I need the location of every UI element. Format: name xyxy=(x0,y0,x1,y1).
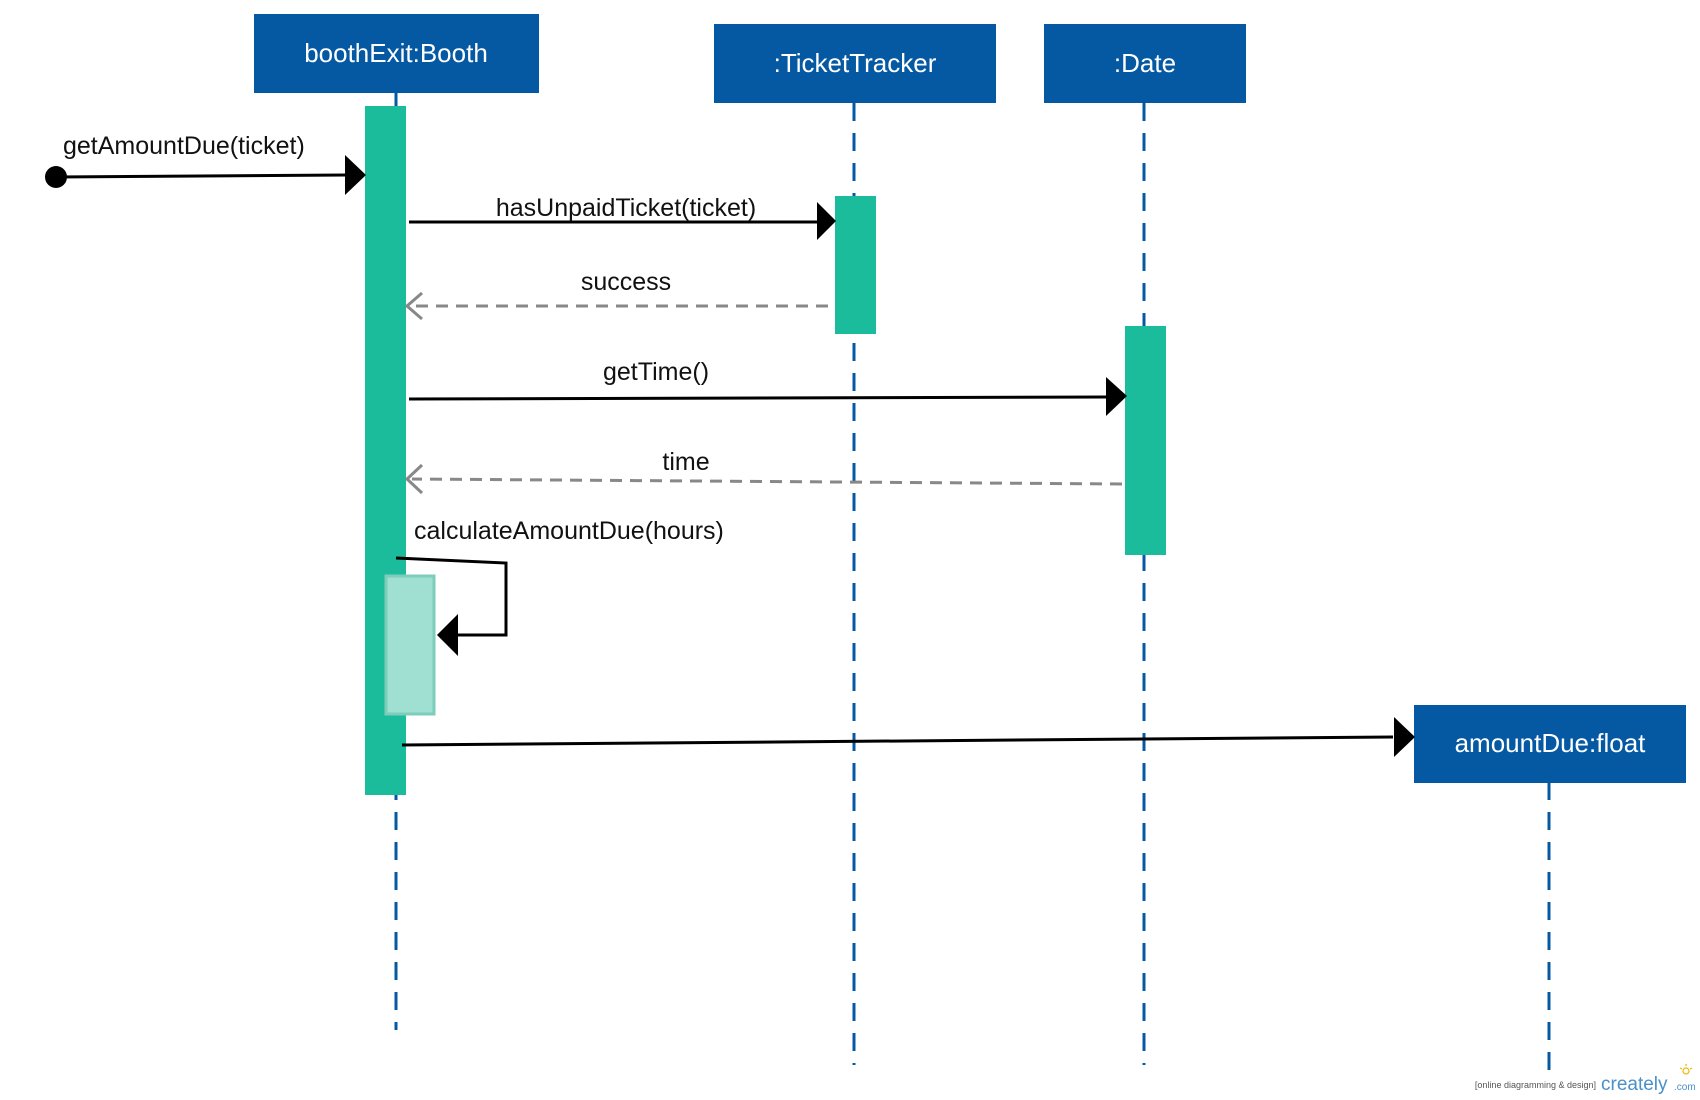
message-label-getamountdue: getAmountDue(ticket) xyxy=(63,132,305,160)
activation-date xyxy=(1125,326,1166,555)
create-message-arrowhead-amountdue xyxy=(1394,717,1415,757)
lifeline-title-booth: boothExit:Booth xyxy=(304,38,488,68)
message-line-gettime xyxy=(408,395,1109,401)
message-arrowhead-getamountdue xyxy=(345,155,366,195)
lifeline-title-amountdue: amountDue:float xyxy=(1455,728,1647,758)
lifeline-header-amountdue[interactable]: amountDue:float xyxy=(1414,705,1686,783)
message-arrowhead-gettime xyxy=(1106,377,1127,416)
lifeline-header-tickettracker[interactable]: :TicketTracker xyxy=(714,24,996,103)
return-label-success: success xyxy=(581,268,671,296)
message-arrowhead-hasunpaidticket xyxy=(817,202,836,240)
lifeline-title-tickettracker: :TicketTracker xyxy=(774,48,937,78)
message-line-getamountdue xyxy=(55,173,347,179)
lifeline-title-date: :Date xyxy=(1114,48,1176,78)
create-message-line-amountdue xyxy=(401,735,1394,747)
return-arrowhead-success xyxy=(404,291,423,321)
activation-self-call xyxy=(384,574,436,716)
self-message-arrowhead-calculateamountdue xyxy=(437,614,458,656)
sun-icon xyxy=(1679,1064,1693,1075)
watermark-brand: creately xyxy=(1601,1074,1668,1095)
message-label-gettime: getTime() xyxy=(603,358,709,386)
watermark-suffix: .com xyxy=(1674,1082,1696,1093)
message-label-hasunpaidticket: hasUnpaidTicket(ticket) xyxy=(496,194,756,222)
watermark-tagline: [online diagramming & design] xyxy=(1475,1080,1596,1090)
self-message-line-calculateamountdue xyxy=(395,556,508,637)
self-message-label-calculateamountdue: calculateAmountDue(hours) xyxy=(414,517,724,545)
return-line-time xyxy=(411,477,1123,486)
creately-watermark: [online diagramming & design] creately .… xyxy=(1475,1064,1696,1095)
return-label-time: time xyxy=(662,448,709,476)
lifeline-header-booth[interactable]: boothExit:Booth xyxy=(254,14,539,93)
activation-tickettracker xyxy=(835,196,876,334)
lifeline-header-date[interactable]: :Date xyxy=(1044,24,1246,103)
return-arrowhead-time xyxy=(404,463,424,495)
